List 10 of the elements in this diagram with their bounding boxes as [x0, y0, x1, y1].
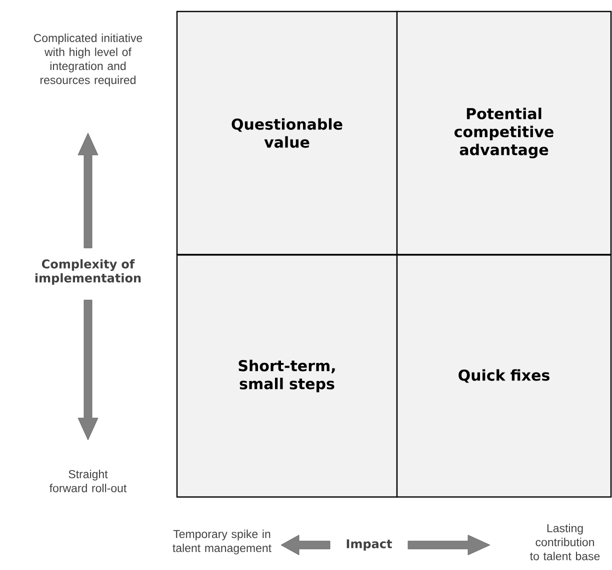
axis-label: Lasting contribution to talent base — [530, 524, 600, 560]
axis-label: Straight forward roll-out — [50, 470, 127, 492]
matrix-cell: Quick fixes — [396, 254, 612, 498]
axis-title: Complexity of implementation — [35, 259, 141, 285]
matrix-cell: Questionable value — [176, 10, 398, 256]
axis-label: Complicated initiative with high level of integration and resources required — [34, 34, 142, 86]
axis-label: Temporary spike in talent management — [172, 530, 272, 554]
axis-title: Impact — [346, 539, 392, 551]
matrix-cell: Short-term, small steps — [176, 254, 398, 498]
matrix-cell: Potential competitive advantage — [396, 10, 612, 256]
